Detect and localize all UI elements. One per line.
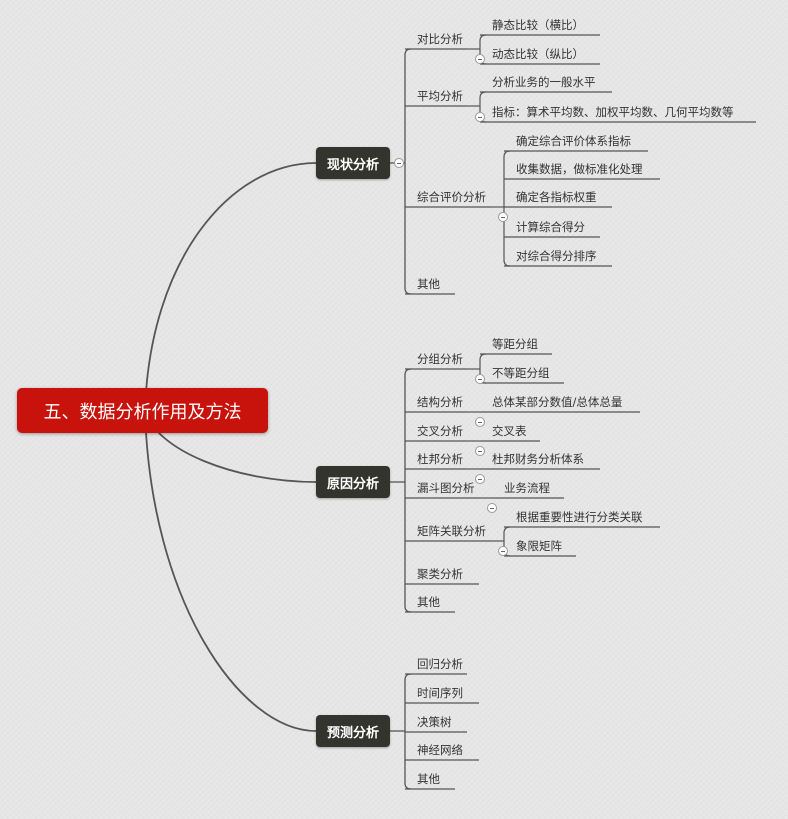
topic-b0-c2-g0[interactable]: 确定综合评价体系指标 [516, 134, 631, 148]
collapse-toggle-b0-c2[interactable] [498, 212, 508, 222]
topic-b0-c2-g2[interactable]: 确定各指标权重 [516, 190, 597, 204]
topic-b1-c3[interactable]: 杜邦分析 [417, 452, 463, 466]
topic-b1-c3-g0[interactable]: 杜邦财务分析体系 [492, 452, 584, 466]
topic-b1-c0-g1[interactable]: 不等距分组 [492, 366, 550, 380]
topic-b2-c3[interactable]: 神经网络 [417, 743, 463, 757]
topic-b2-c0[interactable]: 回归分析 [417, 657, 463, 671]
topic-b0-c3[interactable]: 其他 [417, 277, 440, 291]
topic-b0-c2-g3[interactable]: 计算综合得分 [516, 220, 585, 234]
topic-b1-c1-g0[interactable]: 总体某部分数值/总体总量 [492, 395, 623, 409]
topic-b1-c5-g1[interactable]: 象限矩阵 [516, 539, 562, 553]
topic-b1-c1[interactable]: 结构分析 [417, 395, 463, 409]
branch-topic-1[interactable]: 原因分析 [316, 466, 390, 498]
connector-root-to-branch-2 [144, 409, 317, 732]
topic-b1-c4[interactable]: 漏斗图分析 [417, 481, 475, 495]
topic-b1-c7[interactable]: 其他 [417, 595, 440, 609]
branch-topic-2[interactable]: 预测分析 [316, 715, 390, 747]
connector-b0-c0-trunk [479, 34, 487, 65]
topic-b0-c2-g1[interactable]: 收集数据，做标准化处理 [516, 162, 643, 176]
collapse-toggle-b1-c3[interactable] [475, 474, 485, 484]
connector-branch-1-trunk [404, 368, 412, 613]
topic-b1-c0[interactable]: 分组分析 [417, 352, 463, 366]
collapse-toggle-b1-c5[interactable] [498, 546, 508, 556]
connector-branch-0-trunk [404, 48, 412, 295]
topic-b2-c1[interactable]: 时间序列 [417, 686, 463, 700]
collapse-toggle-branch-0[interactable] [394, 158, 404, 168]
topic-b1-c5-g0[interactable]: 根据重要性进行分类关联 [516, 510, 643, 524]
topic-b1-c4-g0[interactable]: 业务流程 [504, 481, 550, 495]
topic-b0-c0[interactable]: 对比分析 [417, 32, 463, 46]
branch-topic-0[interactable]: 现状分析 [316, 147, 390, 179]
topic-b1-c2-g0[interactable]: 交叉表 [492, 424, 527, 438]
collapse-toggle-b1-c2[interactable] [475, 446, 485, 456]
collapse-toggle-b0-c0[interactable] [475, 54, 485, 64]
collapse-toggle-b0-c1[interactable] [475, 112, 485, 122]
topic-b1-c2[interactable]: 交叉分析 [417, 424, 463, 438]
topic-b2-c2[interactable]: 决策树 [417, 715, 452, 729]
collapse-toggle-b1-c4[interactable] [487, 503, 497, 513]
connector-b0-c2-trunk [503, 150, 511, 267]
topic-b0-c0-g0[interactable]: 静态比较（横比） [492, 18, 584, 32]
topic-b0-c1-g1[interactable]: 指标：算术平均数、加权平均数、几何平均数等 [492, 105, 734, 119]
topic-b0-c1-g0[interactable]: 分析业务的一般水平 [492, 75, 596, 89]
topic-b2-c4[interactable]: 其他 [417, 772, 440, 786]
topic-b1-c5[interactable]: 矩阵关联分析 [417, 524, 486, 538]
collapse-toggle-b1-c1[interactable] [475, 417, 485, 427]
topic-b0-c1[interactable]: 平均分析 [417, 89, 463, 103]
topic-b0-c0-g1[interactable]: 动态比较（纵比） [492, 47, 584, 61]
connector-root-to-branch-0 [144, 162, 317, 411]
topic-b1-c0-g0[interactable]: 等距分组 [492, 337, 538, 351]
collapse-toggle-b1-c0[interactable] [475, 374, 485, 384]
topic-b0-c2[interactable]: 综合评价分析 [417, 190, 486, 204]
connector-b0-c1-trunk [479, 91, 487, 123]
connector-b1-c5-trunk [503, 526, 511, 557]
topic-b0-c2-g4[interactable]: 对综合得分排序 [516, 249, 597, 263]
root-topic[interactable]: 五、数据分析作用及方法 [17, 388, 268, 433]
topic-b1-c6[interactable]: 聚类分析 [417, 567, 463, 581]
